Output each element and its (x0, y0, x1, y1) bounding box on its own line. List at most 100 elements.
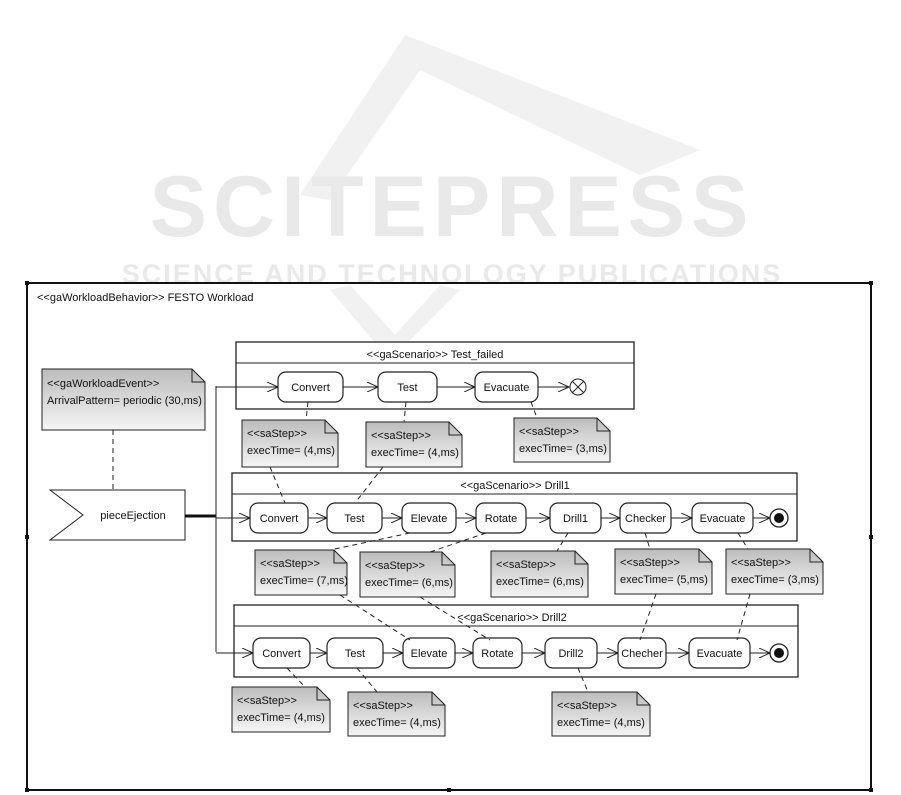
note-corner (441, 552, 455, 566)
note-exec-time: execTime= (4,ms) (371, 447, 459, 459)
frame-handle[interactable] (869, 535, 873, 539)
note-connector (556, 532, 569, 552)
action-node-drill2[interactable]: Drill2 (544, 637, 598, 669)
sastep-note[interactable]: <<saStep>>execTime= (4,ms) (241, 419, 339, 468)
frame-handle[interactable] (25, 788, 29, 792)
action-node-rotate[interactable]: Rotate (472, 637, 523, 669)
note-corner (324, 420, 338, 434)
action-node-elevate[interactable]: Elevate (401, 502, 457, 534)
note-connector (530, 401, 538, 419)
note-connector (736, 593, 751, 641)
sastep-note[interactable]: <<saStep>>execTime= (6,ms) (359, 551, 456, 598)
action-node-rotate[interactable]: Rotate (475, 502, 527, 534)
sastep-note[interactable]: <<saStep>>execTime= (4,ms) (365, 421, 463, 468)
watermark-swoosh-lower (330, 285, 460, 360)
sastep-note[interactable]: <<saStep>> execTime= (7,ms) (254, 549, 348, 596)
note-connector (429, 532, 487, 553)
watermark-title: SCITEPRESS (150, 159, 755, 255)
action-label: Test (345, 648, 365, 660)
watermark: SCITEPRESS SCIENCE AND TECHNOLOGY PUBLIC… (122, 35, 780, 360)
scenario-title: <<gaScenario>> Drill2 (457, 612, 566, 624)
note-connector (577, 667, 589, 693)
action-label: Convert (291, 382, 330, 394)
action-node-test[interactable]: Test (326, 637, 384, 669)
frame-handle[interactable] (25, 281, 29, 285)
workload-event-note[interactable]: <<gaWorkloadEvent>> ArrivalPattern= peri… (41, 368, 206, 431)
note-corner (809, 549, 823, 563)
action-label: Checker (625, 513, 666, 525)
note-body (41, 368, 206, 431)
sastep-note[interactable]: <<saStep>> execTime= (4,ms) (551, 691, 651, 737)
action-node-elevate[interactable]: Elevate (402, 637, 456, 669)
note-connector (305, 401, 309, 421)
action-node-checher[interactable]: Checher (617, 637, 667, 669)
action-label: Convert (260, 513, 299, 525)
final-inner (774, 513, 784, 523)
note-exec-time: execTime= (4,ms) (557, 717, 645, 729)
workload-frame: <<gaWorkloadBehavior>> FESTO Workload (25, 281, 873, 792)
action-label: Elevate (411, 648, 448, 660)
note-exec-time: execTime= (4,ms) (353, 717, 441, 729)
action-node-convert[interactable]: Convert (252, 637, 311, 669)
action-label: Convert (262, 648, 301, 660)
action-node-checker[interactable]: Checker (619, 502, 672, 534)
action-label: Rotate (481, 648, 513, 660)
action-label: Checher (621, 648, 663, 660)
note-corner (596, 418, 610, 432)
accept-event-pieceEjection[interactable]: pieceEjection (48, 489, 186, 541)
note-body (359, 551, 456, 598)
frame-handle[interactable] (447, 788, 451, 792)
note-body (551, 691, 651, 737)
note-corner (431, 692, 445, 706)
note-stereotype: <<saStep>> (557, 700, 617, 712)
note-body (347, 691, 446, 737)
note-stereotype: <<saStep>> (353, 700, 413, 712)
sastep-note[interactable]: <<saStep>>execTime= (3,ms) (513, 417, 611, 463)
action-node-convert[interactable]: Convert (249, 502, 309, 534)
note-corner (191, 369, 205, 383)
action-node-convert[interactable]: Convert (277, 371, 344, 403)
sastep-note[interactable]: <<saStep>> execTime= (4,ms) (347, 691, 446, 737)
note-connector (354, 466, 384, 504)
note-stereotype: <<saStep>> (247, 428, 307, 440)
action-node-evacuate[interactable]: Evacuate (691, 502, 754, 534)
frame-title: <<gaWorkloadBehavior>> FESTO Workload (37, 292, 253, 304)
scenario-title: <<gaScenario>> Drill1 (460, 480, 569, 492)
frame-handle[interactable] (869, 281, 873, 285)
sastep-note[interactable]: <<saStep>>execTime= (5,ms) (614, 548, 713, 595)
frame-handle[interactable] (869, 788, 873, 792)
note-corner (448, 422, 462, 436)
action-node-drill1[interactable]: Drill1 (549, 502, 602, 534)
note-exec-time: execTime= (7,ms) (260, 575, 348, 587)
note-corner (636, 692, 650, 706)
sastep-note[interactable]: <<saStep>>execTime= (4,ms) (231, 686, 331, 733)
action-node-evacuate[interactable]: Evacuate (688, 637, 751, 669)
note-body (231, 686, 331, 733)
note-stereotype: <<saStep>> (496, 559, 556, 571)
note-connector (644, 532, 651, 550)
note-exec-time: execTime= (5,ms) (620, 574, 708, 586)
signal-label: pieceEjection (100, 510, 165, 522)
frame-handle[interactable] (25, 535, 29, 539)
action-node-evacuate[interactable]: Evacuate (474, 371, 539, 403)
note-exec-time: execTime= (3,ms) (519, 443, 607, 455)
note-text: ArrivalPattern= periodic (30,ms) (47, 395, 202, 407)
note-stereotype: <<saStep>> (237, 695, 297, 707)
action-node-test[interactable]: Test (326, 502, 383, 534)
sastep-note[interactable]: <<saStep>>execTime= (3,ms) (725, 548, 824, 595)
note-stereotype: <<gaWorkloadEvent>> (47, 378, 159, 390)
note-exec-time: execTime= (3,ms) (731, 574, 819, 586)
note-body (490, 550, 589, 598)
flow-final-icon (569, 378, 587, 396)
note-stereotype: <<saStep>> (260, 558, 320, 570)
note-body (365, 421, 463, 468)
action-node-test[interactable]: Test (377, 371, 438, 403)
note-connector (286, 667, 306, 688)
sastep-note[interactable]: <<saStep>> execTime= (6,ms) (490, 550, 589, 598)
signal-shape (48, 489, 186, 541)
note-exec-time: execTime= (6,ms) (496, 576, 584, 588)
